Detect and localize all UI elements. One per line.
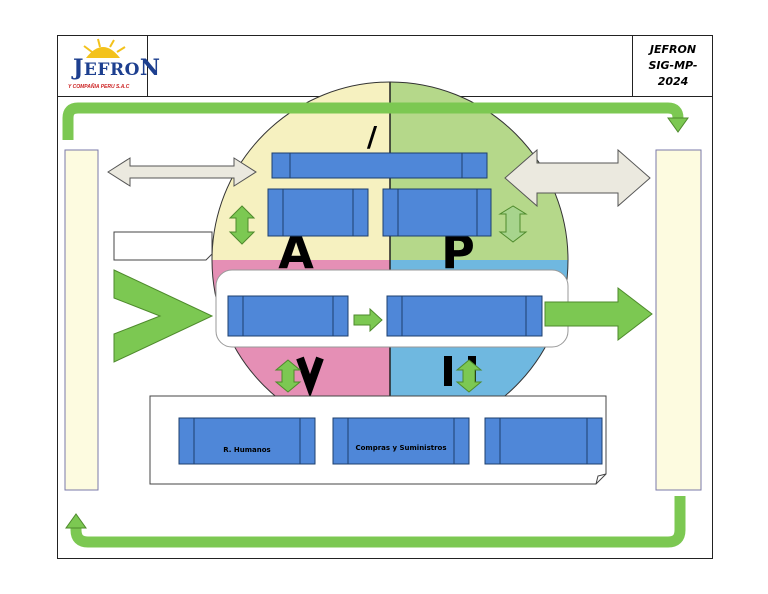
act-vertical-arrow <box>228 205 256 245</box>
do-vertical-arrow <box>455 359 483 393</box>
company-logo-text: JEFRON <box>73 55 161 81</box>
management-box-left <box>267 188 369 237</box>
support-box-third <box>484 417 603 465</box>
input-note-box <box>113 231 213 261</box>
customer-satisfaction-panel <box>655 149 702 491</box>
support-box-purchasing <box>332 417 470 465</box>
plan-vertical-arrow <box>498 205 528 243</box>
input-chevron-arrow <box>113 269 214 363</box>
right-double-arrow <box>504 148 651 208</box>
operational-box-right <box>386 295 543 337</box>
company-logo-subtitle: Y COMPAÑIA PERU S.A.C <box>68 84 130 90</box>
logo-cell <box>57 35 148 97</box>
top-letter-fragment: / <box>367 120 378 153</box>
bottom-feedback-arrow <box>65 496 686 548</box>
document-code-line-3: 2024 <box>657 75 689 88</box>
support-box-human-resources-label: R. Humanos <box>223 446 271 454</box>
left-double-arrow <box>107 157 257 187</box>
management-box-right <box>382 188 492 237</box>
customer-requirements-panel <box>64 149 99 491</box>
top-process-box <box>271 152 488 179</box>
verify-letter <box>296 356 324 398</box>
document-code-cell: JEFRON SIG-MP- 2024 <box>632 35 713 97</box>
document-code-line-1: JEFRON <box>649 43 697 56</box>
support-box-human-resources <box>178 417 316 465</box>
document-code-line-2: SIG-MP- <box>648 59 698 72</box>
pdca-circle <box>211 81 569 439</box>
logo-sun-icon <box>83 38 126 58</box>
operational-box-left <box>227 295 349 337</box>
verify-vertical-arrow <box>274 359 302 393</box>
operational-flow-arrow <box>353 307 383 333</box>
output-arrow <box>544 286 653 342</box>
support-box-purchasing-label: Compras y Suministros <box>355 444 447 452</box>
top-feedback-arrow <box>62 102 689 140</box>
